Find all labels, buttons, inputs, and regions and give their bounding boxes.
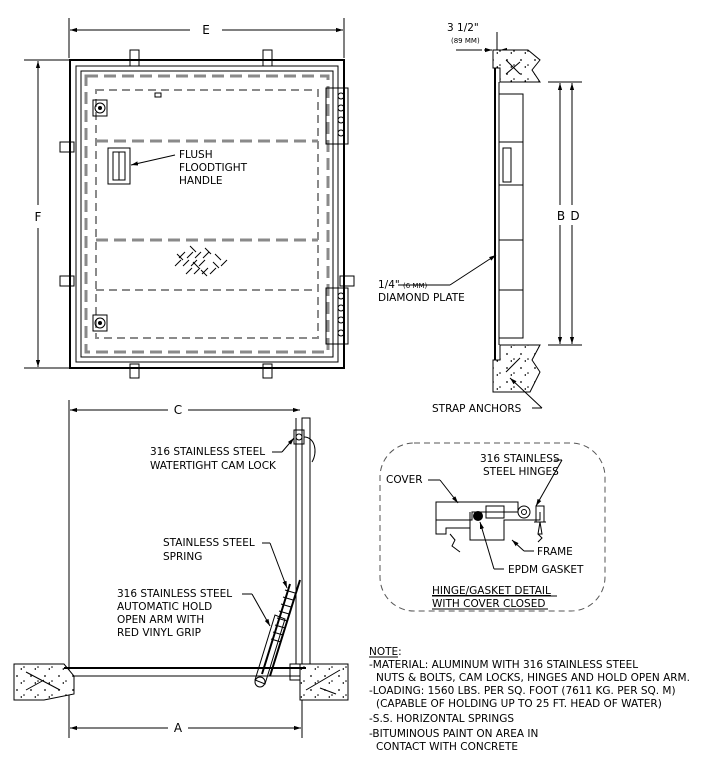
hinge-icon bbox=[325, 87, 349, 145]
hold-arm-label-1: 316 STAINLESS STEEL bbox=[117, 588, 232, 600]
cam-lock-label-2: WATERTIGHT CAM LOCK bbox=[150, 460, 277, 472]
plate-name-label: DIAMOND PLATE bbox=[378, 292, 465, 304]
dimension-d-label: D bbox=[570, 209, 579, 223]
plate-mm-label: (6 MM) bbox=[403, 282, 427, 290]
thickness-mm-label: (89 MM) bbox=[451, 37, 480, 45]
hold-arm-label-2: AUTOMATIC HOLD bbox=[117, 601, 212, 613]
detail-gasket-label: EPDM GASKET bbox=[508, 564, 584, 576]
strap-anchors-label: STRAP ANCHORS bbox=[432, 403, 522, 415]
spring-label-1: STAINLESS STEEL bbox=[163, 537, 255, 549]
diamond-plate-icon bbox=[174, 245, 228, 277]
notes-line-5: -S.S. HORIZONTAL SPRINGS bbox=[369, 713, 514, 725]
detail-title-1: HINGE/GASKET DETAIL bbox=[432, 585, 551, 597]
spring-label-2: SPRING bbox=[163, 551, 202, 563]
notes-line-3: -LOADING: 1560 LBS. PER SQ. FOOT (7611 K… bbox=[369, 685, 676, 697]
detail-hinges-label-1: 316 STAINLESS bbox=[480, 453, 560, 465]
cam-lock-icon bbox=[92, 314, 108, 332]
cam-lock-label-1: 316 STAINLESS STEEL bbox=[150, 446, 265, 458]
notes-line-1: -MATERIAL: ALUMINUM WITH 316 STAINLESS S… bbox=[369, 659, 638, 671]
dimension-c-label: C bbox=[174, 403, 182, 417]
dimension-e: E bbox=[68, 18, 345, 58]
dimension-b-label: B bbox=[557, 209, 565, 223]
notes-line-2: NUTS & BOLTS, CAM LOCKS, HINGES AND HOLD… bbox=[376, 672, 690, 684]
handle-label-2: FLOODTIGHT bbox=[179, 162, 248, 174]
detail-frame-label: FRAME bbox=[537, 546, 573, 558]
cam-lock-icon bbox=[92, 99, 108, 117]
thickness-label: 3 1/2" bbox=[447, 22, 479, 34]
notes-line-7: CONTACT WITH CONCRETE bbox=[376, 741, 518, 753]
elevation-view: C A 316 STAINLESS STEEL bbox=[13, 400, 349, 738]
detail-cover-label: COVER bbox=[386, 474, 423, 486]
hold-arm-label-4: RED VINYL GRIP bbox=[117, 627, 201, 639]
notes: NOTE: -MATERIAL: ALUMINUM WITH 316 STAIN… bbox=[369, 646, 690, 753]
detail-hinges-label-2: STEEL HINGES bbox=[483, 466, 559, 478]
dimension-e-label: E bbox=[202, 23, 210, 37]
notes-line-6: -BITUMINOUS PAINT ON AREA IN bbox=[369, 728, 538, 740]
handle-label-1: FLUSH bbox=[179, 149, 213, 161]
plate-size-label: 1/4" bbox=[378, 279, 400, 291]
plan-view: E F bbox=[24, 18, 355, 379]
dimension-f-label: F bbox=[35, 210, 42, 224]
hinge-gasket-detail: 316 STAINLESS STEEL HINGES COVER FRAME E… bbox=[379, 442, 606, 612]
detail-title-2: WITH COVER CLOSED bbox=[432, 598, 545, 610]
notes-line-4: (CAPABLE OF HOLDING UP TO 25 FT. HEAD OF… bbox=[376, 698, 662, 710]
hold-arm-label-3: OPEN ARM WITH bbox=[117, 614, 204, 626]
hold-open-arm-icon bbox=[254, 579, 301, 688]
dimension-f: F bbox=[24, 59, 70, 369]
notes-heading: NOTE: bbox=[369, 646, 402, 658]
handle-label-3: HANDLE bbox=[179, 175, 223, 187]
flush-handle-icon bbox=[107, 147, 131, 185]
hinge-icon bbox=[325, 287, 349, 345]
dimension-a-label: A bbox=[174, 721, 183, 735]
section-view: 3 1/2" (89 MM) B D 1 bbox=[378, 22, 582, 415]
